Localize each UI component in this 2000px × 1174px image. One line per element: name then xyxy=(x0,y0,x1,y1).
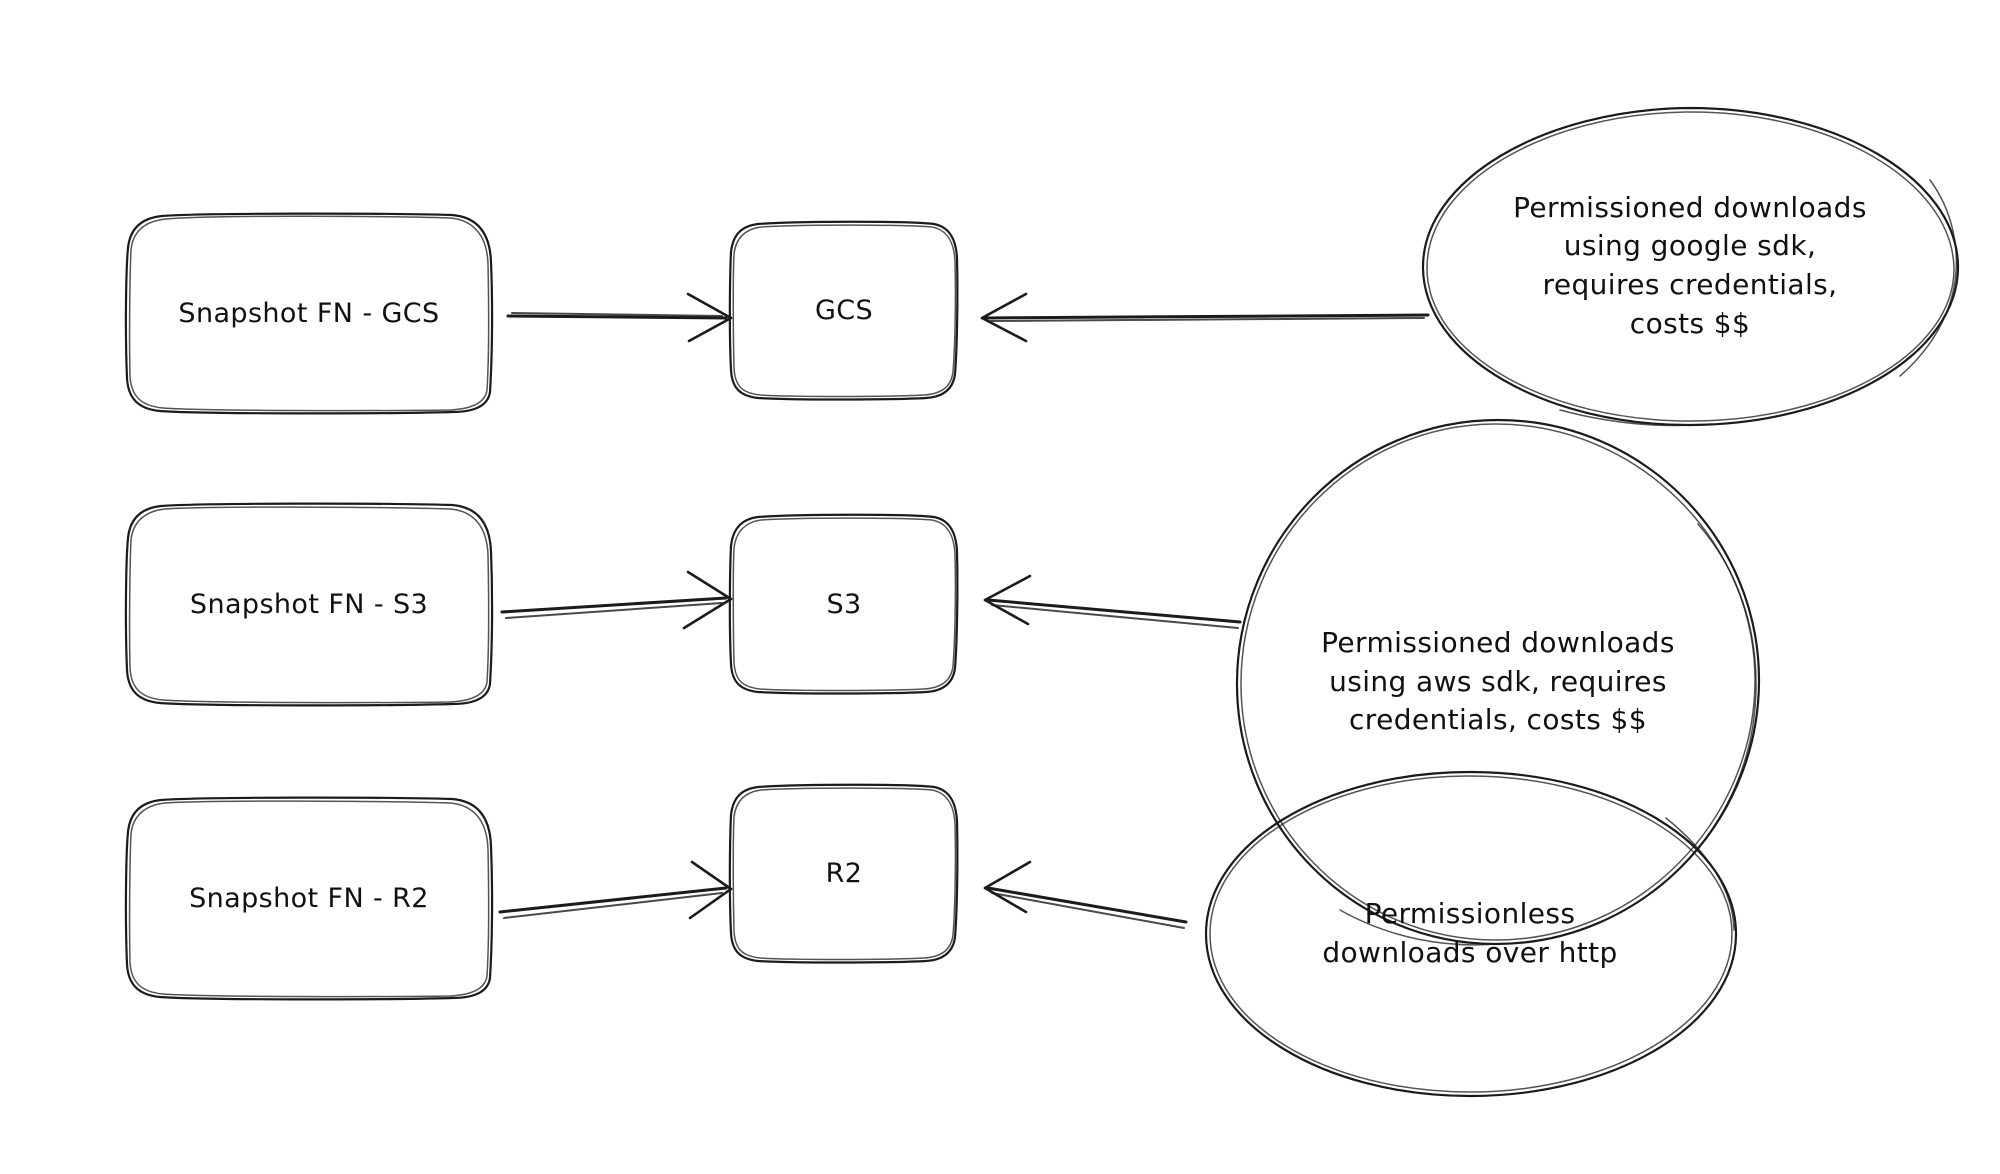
edge-note-s3-to-s3 xyxy=(983,574,1242,629)
node-gcs-shape[interactable] xyxy=(728,220,959,401)
edge-snapshot-r2-to-r2 xyxy=(498,860,733,920)
edge-snapshot-gcs-to-gcs xyxy=(506,292,733,343)
node-r2-shape[interactable] xyxy=(728,783,959,964)
node-snapshot-fn-s3-shape[interactable] xyxy=(124,502,494,707)
edge-snapshot-s3-to-s3 xyxy=(500,570,733,630)
note-s3-shape[interactable] xyxy=(1235,418,1761,946)
note-gcs-shape[interactable] xyxy=(1421,106,1960,427)
node-snapshot-fn-gcs-shape[interactable] xyxy=(124,212,494,415)
edge-note-gcs-to-gcs xyxy=(980,292,1430,343)
node-s3-shape[interactable] xyxy=(728,513,959,695)
node-snapshot-fn-r2-shape[interactable] xyxy=(124,796,494,1001)
edge-note-r2-to-r2 xyxy=(983,860,1188,929)
note-r2-shape[interactable] xyxy=(1204,770,1738,1098)
